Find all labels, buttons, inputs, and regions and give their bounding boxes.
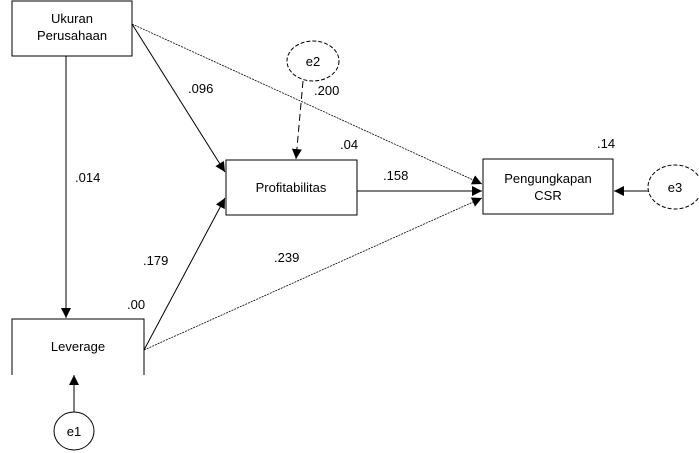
node-ukuran-perusahaan: Ukuran Perusahaan [11, 0, 133, 57]
coef-leverage-profitabilitas: .179 [143, 253, 168, 268]
error-e2-label: e2 [306, 54, 320, 69]
r2-profitabilitas: .04 [340, 137, 358, 152]
error-e1: e1 [53, 411, 95, 451]
error-e3: e3 [647, 164, 699, 210]
r2-leverage: .00 [127, 297, 145, 312]
path-leverage-to-profitabilitas [143, 197, 226, 351]
node-profitabilitas-label: Profitabilitas [256, 180, 327, 195]
coef-ukuran-csr: .200 [314, 83, 339, 98]
error-e3-label: e3 [668, 180, 682, 195]
path-ukuran-to-csr [131, 23, 483, 185]
node-leverage-label: Leverage [51, 339, 105, 354]
node-leverage: Leverage [11, 318, 145, 375]
node-ukuran-label-2: Perusahaan [37, 28, 107, 43]
node-csr-label-1: Pengungkapan [504, 171, 591, 186]
error-e1-label: e1 [67, 424, 81, 439]
coef-profitabilitas-csr: .158 [383, 168, 408, 183]
coef-ukuran-profitabilitas: .096 [188, 81, 213, 96]
path-leverage-to-csr [143, 197, 483, 351]
path-ukuran-to-profitabilitas [131, 23, 226, 173]
r2-csr: .14 [597, 136, 615, 151]
path-e2-to-profitabilitas [291, 80, 304, 160]
node-ukuran-label-1: Ukuran [51, 11, 93, 26]
coef-leverage-csr: .239 [274, 250, 299, 265]
node-profitabilitas: Profitabilitas [225, 159, 358, 216]
node-pengungkapan-csr: Pengungkapan CSR [482, 158, 614, 215]
error-e2: e2 [286, 40, 340, 82]
node-csr-label-2: CSR [534, 188, 561, 203]
coef-ukuran-leverage: .014 [75, 170, 100, 185]
